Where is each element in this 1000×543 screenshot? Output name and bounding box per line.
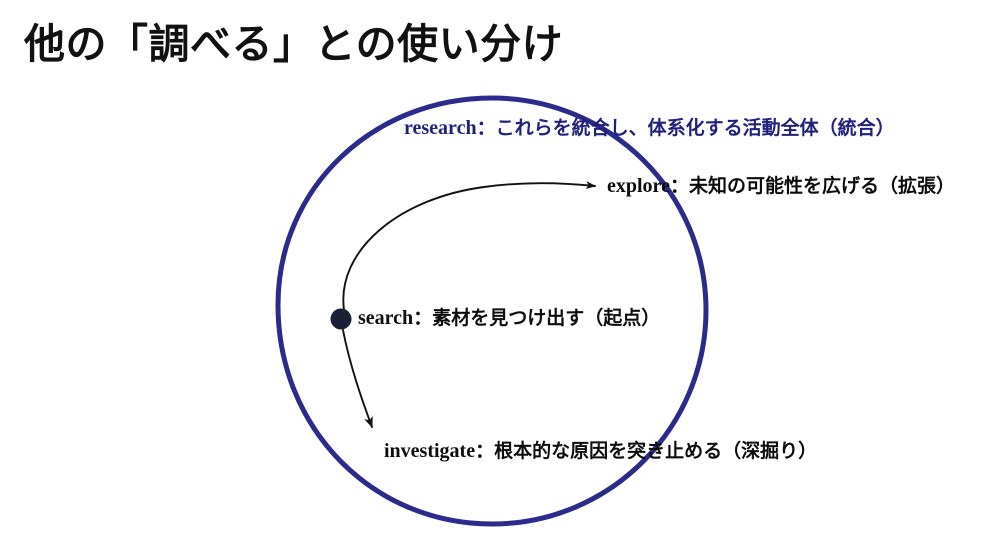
- search-origin-dot: [330, 308, 352, 330]
- arrow-search-to-investigate: [342, 329, 373, 428]
- label-search-term: search: [358, 307, 414, 329]
- label-search: search：素材を見つけ出す（起点）: [358, 308, 660, 328]
- label-research-term: research: [404, 117, 477, 139]
- research-boundary-circle: [275, 95, 709, 527]
- label-explore-description: 未知の可能性を広げる（拡張）: [688, 176, 955, 197]
- label-explore-term: explore: [607, 175, 670, 197]
- arrow-search-to-explore: [342, 181, 596, 311]
- label-research: research：これらを統合し、体系化する活動全体（統合）: [404, 118, 895, 138]
- label-search-separator: ：: [413, 308, 433, 329]
- label-explore-separator: ：: [669, 176, 689, 197]
- label-investigate-description: 根本的な原因を突き止める（深掘り）: [494, 441, 818, 462]
- label-explore: explore：未知の可能性を広げる（拡張）: [607, 176, 955, 196]
- page-title: 他の「調べる」との使い分け: [24, 21, 564, 67]
- label-search-description: 素材を見つけ出す（起点）: [432, 308, 661, 329]
- label-research-separator: ：: [476, 118, 496, 139]
- label-research-description: これらを統合し、体系化する活動全体（統合）: [495, 118, 895, 139]
- label-investigate-separator: ：: [475, 441, 495, 462]
- label-investigate: investigate：根本的な原因を突き止める（深掘り）: [384, 441, 817, 461]
- label-investigate-term: investigate: [384, 440, 476, 462]
